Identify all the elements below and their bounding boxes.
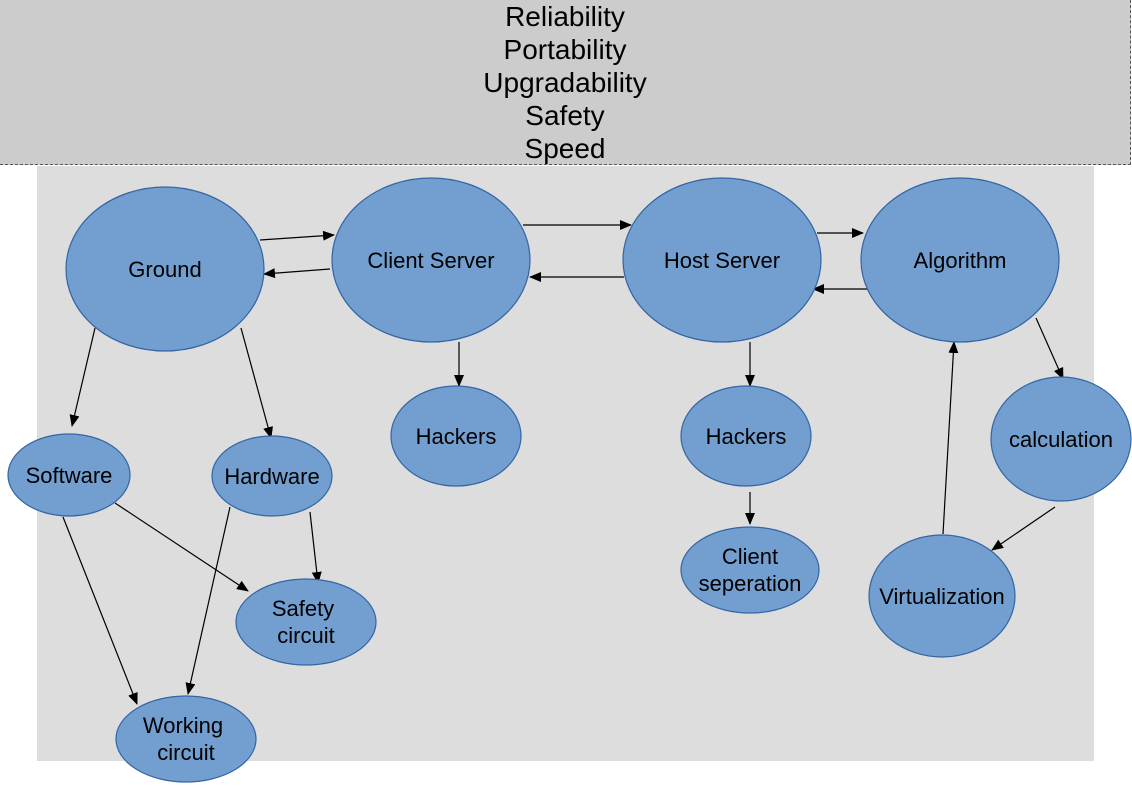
edge-ground-to-hardware xyxy=(240,327,273,439)
edge-algorithm-to-calculation xyxy=(1035,317,1064,380)
label-hackers-host: Hackers xyxy=(706,424,787,449)
node-hackers-host xyxy=(680,385,812,487)
label-safety-circuit-line1: Safety xyxy=(272,596,334,621)
edge-calculation-to-virtualization xyxy=(991,506,1056,551)
nodes xyxy=(7,177,1132,783)
node-client-separation xyxy=(680,526,820,614)
node-virtualization xyxy=(868,534,1016,658)
node-hardware xyxy=(211,435,333,517)
node-safety-circuit xyxy=(235,578,377,666)
label-host-server: Host Server xyxy=(664,248,780,273)
edge-software-to-safety-circuit xyxy=(114,502,249,592)
edge-ground-to-software xyxy=(69,327,96,427)
label-working-circuit-line2: circuit xyxy=(157,740,214,765)
quality-attributes-header: Reliability Portability Upgradability Sa… xyxy=(0,0,1131,165)
label-algorithm: Algorithm xyxy=(914,248,1007,273)
label-virtualization: Virtualization xyxy=(879,584,1005,609)
node-working-circuit xyxy=(115,695,257,783)
edge-ground-to-client-server xyxy=(259,230,335,241)
label-working-circuit-line1: Working xyxy=(143,713,223,738)
label-ground: Ground xyxy=(128,257,201,282)
node-algorithm xyxy=(860,177,1060,343)
node-calculation xyxy=(990,376,1132,502)
attribute-upgradability: Upgradability xyxy=(483,66,647,98)
label-client-separation-line2: seperation xyxy=(699,571,802,596)
label-safety-circuit-line2: circuit xyxy=(277,623,334,648)
node-host-server xyxy=(622,177,822,343)
attribute-safety: Safety xyxy=(525,99,605,131)
edges xyxy=(62,220,1064,705)
node-client-server xyxy=(331,177,531,343)
attribute-reliability: Reliability xyxy=(505,0,625,32)
label-client-separation-line1: Client xyxy=(722,544,778,569)
edge-software-to-working-circuit xyxy=(62,516,138,705)
edge-hardware-to-safety-circuit xyxy=(309,511,322,584)
edge-virtualization-to-algorithm xyxy=(942,341,959,535)
attribute-portability: Portability xyxy=(503,33,627,65)
label-software: Software xyxy=(26,463,113,488)
label-hackers-client: Hackers xyxy=(416,424,497,449)
node-hackers-client xyxy=(390,385,522,487)
label-calculation: calculation xyxy=(1009,427,1113,452)
node-software xyxy=(7,433,131,517)
edge-hardware-to-working-circuit xyxy=(185,506,231,695)
label-client-server: Client Server xyxy=(367,248,494,273)
edge-client-server-to-ground xyxy=(263,268,331,279)
label-hardware: Hardware xyxy=(224,464,319,489)
node-labels: Ground Client Server Host Server Algorit… xyxy=(26,248,1113,765)
node-ground xyxy=(65,186,265,352)
attribute-speed: Speed xyxy=(524,132,606,164)
